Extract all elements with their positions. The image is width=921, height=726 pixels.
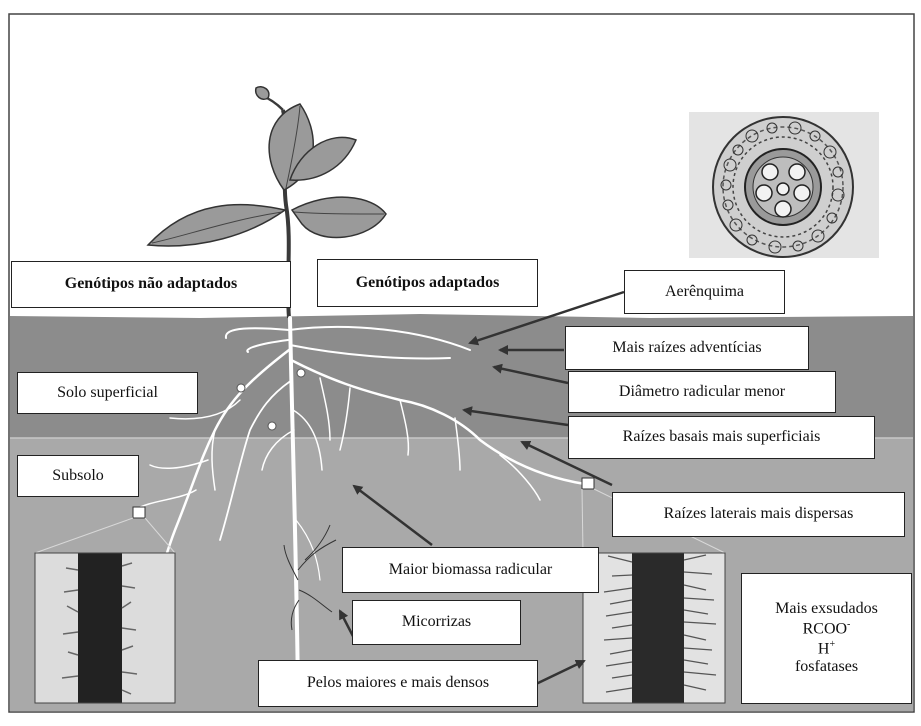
label-genotipos-adaptados: Genótipos adaptados <box>317 259 538 307</box>
label-micorrizas: Micorrizas <box>352 600 521 645</box>
exsudados-line1: Mais exsudados <box>775 600 878 618</box>
label-pelos-maiores: Pelos maiores e mais densos <box>258 660 538 707</box>
label-raizes-basais: Raízes basais mais superficiais <box>568 416 875 459</box>
label-solo-superficial: Solo superficial <box>17 372 198 414</box>
label-maior-biomassa: Maior biomassa radicular <box>342 547 599 593</box>
label-diametro-radicular-menor: Diâmetro radicular menor <box>568 371 836 413</box>
marker-square-left <box>133 507 145 518</box>
root-hair-micrograph-left <box>35 553 175 703</box>
marker-circle <box>237 384 245 392</box>
marker-circle <box>297 369 305 377</box>
label-genotipos-nao-adaptados: Genótipos não adaptados <box>11 261 291 308</box>
marker-circle <box>268 422 276 430</box>
label-aerenquima: Aerênquima <box>624 270 785 314</box>
label-mais-raizes-adventicias: Mais raízes adventícias <box>565 326 809 370</box>
label-subsolo: Subsolo <box>17 455 139 497</box>
exsudados-line4: fosfatases <box>795 658 858 676</box>
root-hair-micrograph-right <box>583 553 725 703</box>
exsudados-line2: RCOO- <box>803 619 851 639</box>
marker-square-right <box>582 478 594 489</box>
exsudados-line3: H+ <box>818 639 835 659</box>
label-raizes-laterais: Raízes laterais mais dispersas <box>612 492 905 537</box>
aerenchyma-micrograph <box>689 112 879 258</box>
label-mais-exsudados: Mais exsudados RCOO- H+ fosfatases <box>741 573 912 704</box>
